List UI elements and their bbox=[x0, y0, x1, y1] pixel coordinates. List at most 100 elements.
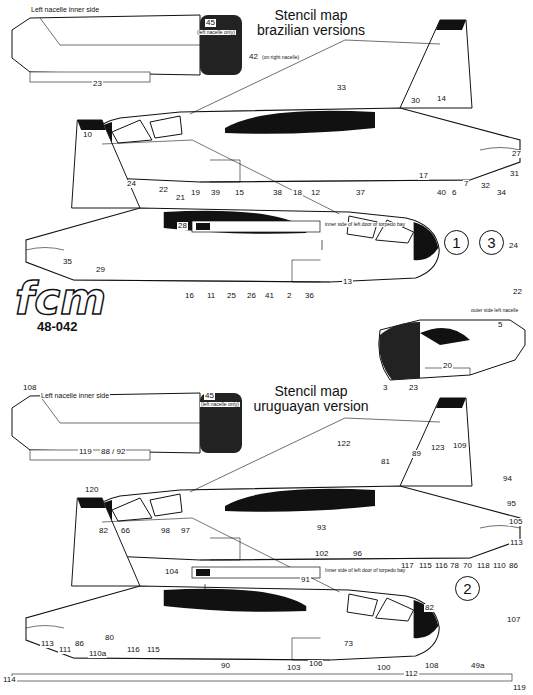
callout-number: 40 bbox=[436, 189, 447, 197]
version-number: 3 bbox=[487, 234, 495, 251]
callout-number: 33 bbox=[336, 84, 347, 92]
callout-number: 22 bbox=[158, 186, 169, 194]
callout-number: 49a bbox=[470, 662, 485, 670]
callout-number: 28 bbox=[177, 222, 188, 230]
callout-number: (left nacelle only) bbox=[200, 402, 240, 407]
callout-number: 111 bbox=[58, 646, 72, 654]
version-circle: 2 bbox=[455, 576, 480, 601]
callout-number: 122 bbox=[336, 440, 351, 448]
callout-number: 118 bbox=[476, 562, 491, 570]
callout-number: 5 bbox=[497, 321, 503, 329]
callout-number: 119 bbox=[512, 684, 527, 692]
callout-number: 90 bbox=[220, 662, 231, 670]
callout-number: 116 bbox=[434, 562, 449, 570]
callout-number: 27 bbox=[511, 150, 522, 158]
callout-number: 91 bbox=[300, 576, 311, 584]
heading-text: Stencil map brazilian versions bbox=[250, 8, 372, 37]
callout-number: 86 bbox=[508, 562, 519, 570]
callout-number: 108 bbox=[424, 662, 439, 670]
callout-number: 88 / 92 bbox=[100, 448, 126, 456]
callout-number: 45 bbox=[205, 19, 216, 27]
callout-number: 113 bbox=[40, 640, 55, 648]
callout-number: 93 bbox=[316, 524, 327, 532]
version-number: 2 bbox=[463, 580, 471, 597]
logo-text: fcm bbox=[14, 276, 107, 322]
callout-number: 18 bbox=[292, 189, 303, 197]
callout-number: 89 bbox=[411, 450, 422, 458]
callout-number: 116 bbox=[126, 646, 141, 654]
callout-number: 25 bbox=[226, 292, 237, 300]
callout-number: 110a bbox=[88, 650, 107, 658]
callout-number: 23 bbox=[408, 384, 419, 392]
version-number: 1 bbox=[452, 234, 460, 251]
callout-number: 73 bbox=[343, 640, 354, 648]
logo-number: 48-042 bbox=[36, 320, 78, 334]
callout-number: 35 bbox=[62, 258, 73, 266]
callout-number: 14 bbox=[436, 95, 447, 103]
callout-number: 3 bbox=[382, 384, 388, 392]
callout-number: 30 bbox=[410, 97, 421, 105]
callout-number: 109 bbox=[452, 442, 467, 450]
callout-number: 34 bbox=[496, 189, 507, 197]
callout-number: 38 bbox=[272, 189, 283, 197]
version-circle: 1 bbox=[444, 230, 469, 255]
callout-number: 21 bbox=[175, 194, 186, 202]
callout-number: 24 bbox=[508, 242, 519, 250]
callout-number: 17 bbox=[418, 172, 429, 180]
callout-number: 7 bbox=[463, 180, 469, 188]
callout-number: 32 bbox=[480, 182, 491, 190]
callout-number: 82 bbox=[98, 527, 109, 535]
callout-number: 11 bbox=[206, 292, 216, 300]
callout-number: 16 bbox=[184, 292, 195, 300]
callout-number: Left nacelle inner side bbox=[40, 392, 110, 399]
callout-number: 103 bbox=[286, 664, 301, 672]
callout-number: (on right nacelle) bbox=[261, 55, 300, 60]
callout-number: 26 bbox=[246, 292, 257, 300]
callout-number: 13 bbox=[342, 278, 353, 286]
callout-number: (left nacelle only) bbox=[196, 30, 236, 35]
callout-number: 6 bbox=[451, 189, 457, 197]
callout-number: 15 bbox=[234, 189, 245, 197]
callout-number: 29 bbox=[95, 266, 106, 274]
version-circle: 3 bbox=[479, 230, 504, 255]
callout-number: Left nacelle inner side bbox=[30, 6, 100, 13]
callout-number: 106 bbox=[308, 660, 323, 668]
callout-number: 39 bbox=[210, 189, 221, 197]
callout-number: 81 bbox=[380, 458, 391, 466]
callout-number: Inner side of left door of torpedo bay bbox=[324, 568, 406, 573]
callout-number: 12 bbox=[310, 189, 321, 197]
callout-number: 70 bbox=[462, 562, 473, 570]
callout-number: 105 bbox=[508, 518, 523, 526]
callout-number: 10 bbox=[82, 131, 93, 139]
callout-number: 100 bbox=[376, 664, 391, 672]
callout-number: 23 bbox=[92, 80, 103, 88]
callout-number: 97 bbox=[180, 527, 191, 535]
callout-number: outer side left nacelle bbox=[470, 308, 519, 313]
callout-number: 82 bbox=[424, 604, 435, 612]
callout-number: 108 bbox=[22, 384, 37, 392]
callout-number: 115 bbox=[418, 562, 433, 570]
callout-number: 96 bbox=[352, 550, 363, 558]
callout-number: 36 bbox=[304, 292, 315, 300]
callout-number: 123 bbox=[430, 444, 445, 452]
callout-number: 95 bbox=[506, 500, 517, 508]
callout-number: 20 bbox=[442, 362, 453, 370]
callout-number: inner side of left door of torpedo bay bbox=[324, 222, 406, 227]
callout-number: 22 bbox=[512, 288, 523, 296]
callout-number: 86 bbox=[74, 640, 85, 648]
callout-number: 107 bbox=[506, 616, 521, 624]
callout-number: 24 bbox=[126, 180, 137, 188]
callout-number: 42 bbox=[248, 53, 259, 61]
callout-number: 41 bbox=[264, 292, 275, 300]
callout-number: 37 bbox=[355, 189, 366, 197]
callout-number: 94 bbox=[502, 475, 513, 483]
callout-number: 104 bbox=[164, 568, 179, 576]
callout-number: 113 bbox=[509, 539, 524, 547]
callout-number: 119 bbox=[78, 448, 93, 456]
callout-number: 80 bbox=[104, 634, 115, 642]
callout-number: 31 bbox=[509, 170, 520, 178]
callout-number: 45 bbox=[204, 392, 215, 400]
callout-number: 115 bbox=[146, 646, 161, 654]
callout-number: 2 bbox=[286, 292, 292, 300]
